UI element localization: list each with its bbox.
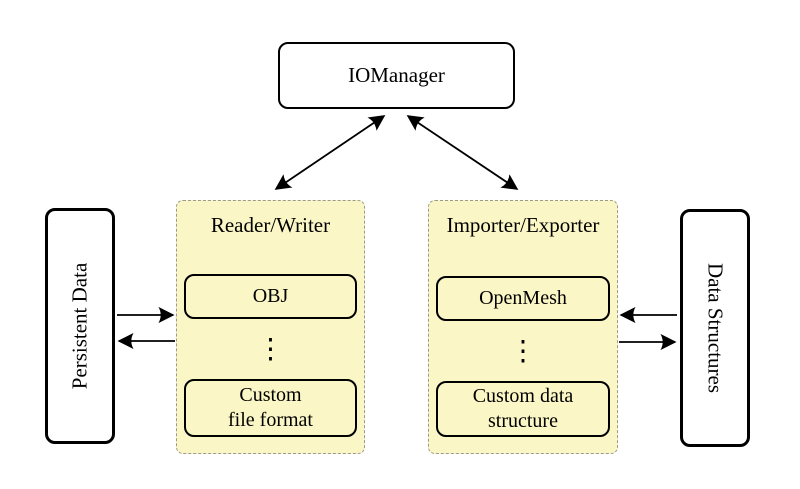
group-importer-exporter-label: Importer/Exporter xyxy=(446,213,600,237)
node-data-structures-label: Data Structures xyxy=(703,262,728,394)
edge-iomanager-importerexporter xyxy=(406,115,519,190)
node-persistent-data: Persistent Data xyxy=(45,208,115,444)
group-reader-writer: Reader/Writer OBJ ⋮ Custom file format xyxy=(176,200,365,454)
group-importer-exporter: Importer/Exporter OpenMesh ⋮ Custom data… xyxy=(428,200,618,454)
node-persistent-data-label: Persistent Data xyxy=(67,262,92,390)
node-obj: OBJ xyxy=(184,274,357,319)
node-custom-file-format-line1: Custom xyxy=(239,384,302,406)
edge-iomanager-readerwriter xyxy=(274,115,386,190)
node-iomanager: IOManager xyxy=(278,42,515,109)
node-custom-file-format: Custom file format xyxy=(184,379,357,437)
vertical-dots-right: ⋮ xyxy=(509,334,537,367)
node-custom-data-structure-line1: Custom data xyxy=(472,385,574,407)
vertical-dots-left: ⋮ xyxy=(256,332,285,365)
group-reader-writer-label: Reader/Writer xyxy=(210,213,331,237)
node-custom-file-format-line2: file format xyxy=(228,409,313,431)
node-custom-data-structure-line2: structure xyxy=(488,410,558,432)
node-obj-label: OBJ xyxy=(252,285,289,307)
node-openmesh: OpenMesh xyxy=(436,276,610,321)
node-openmesh-label: OpenMesh xyxy=(479,287,567,309)
node-data-structures: Data Structures xyxy=(680,209,750,447)
node-iomanager-label: IOManager xyxy=(348,63,445,87)
node-custom-data-structure: Custom data structure xyxy=(436,381,610,437)
